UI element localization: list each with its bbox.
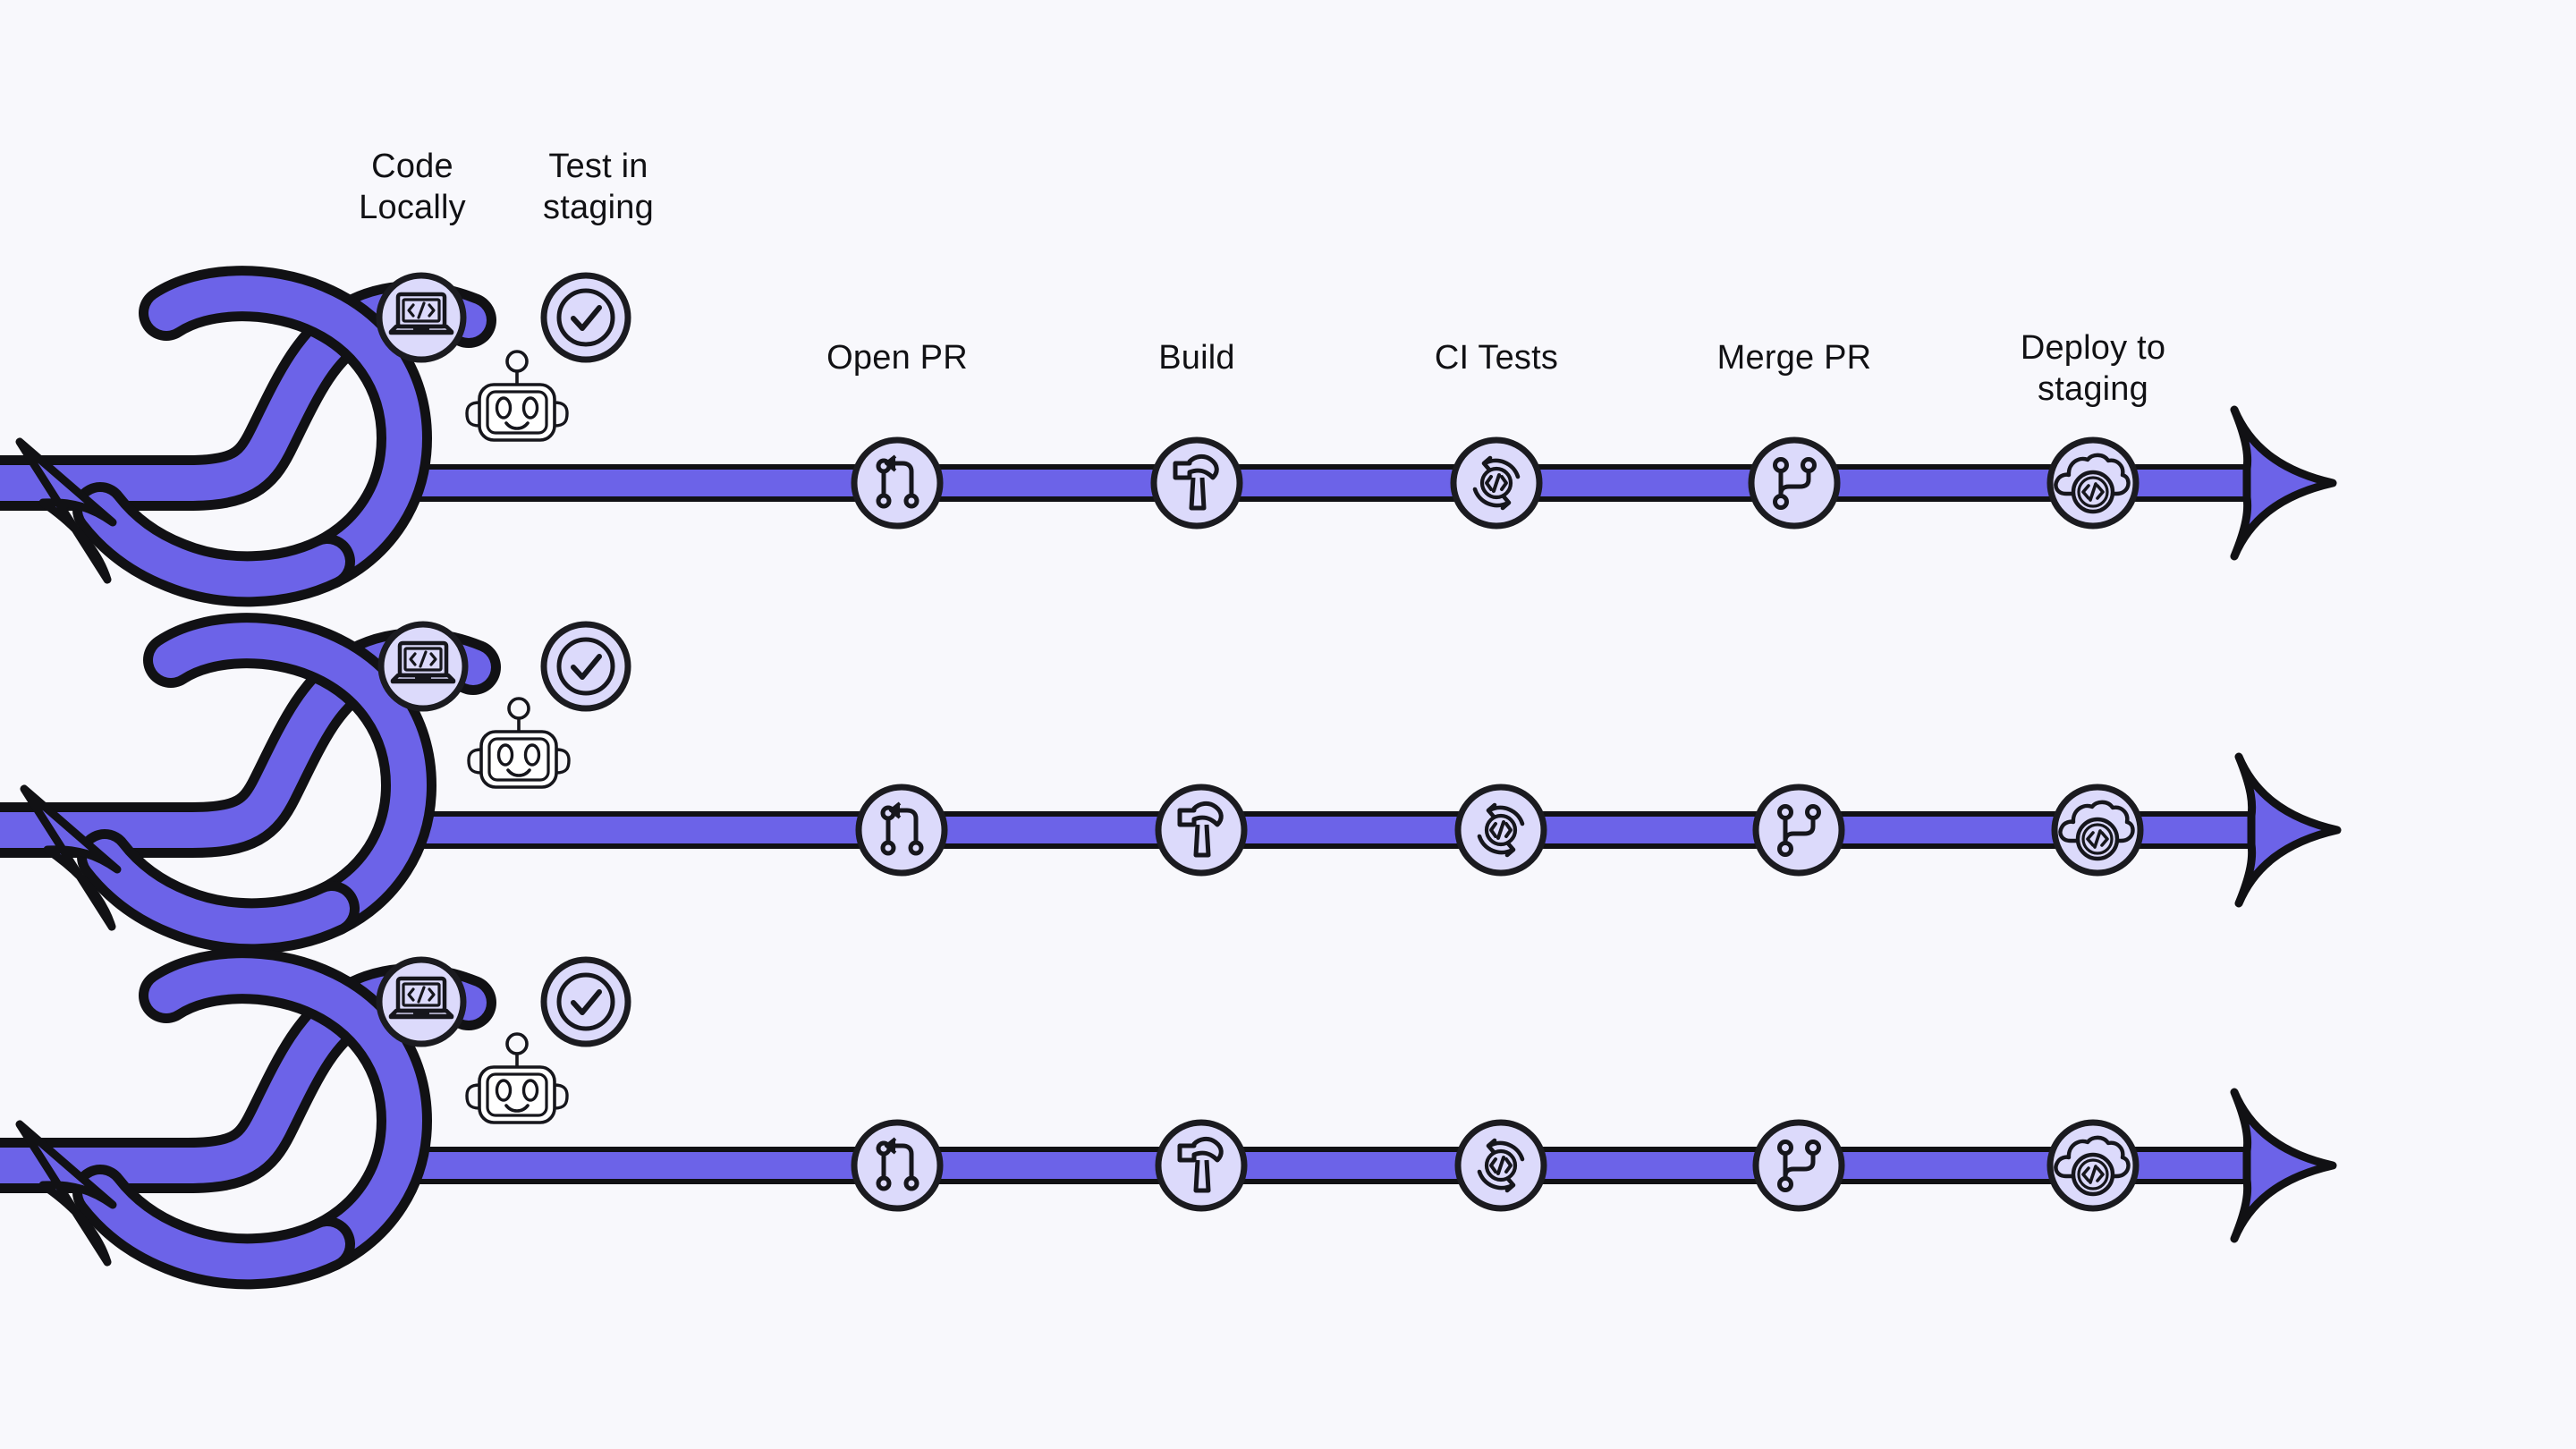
step-label-ci-tests: CI Tests (1435, 339, 1558, 377)
step-node-merge-pr[interactable] (1748, 436, 1841, 530)
step-node-build[interactable] (1155, 1119, 1248, 1212)
badge-test-in-staging[interactable] (540, 621, 631, 712)
step-node-merge-pr[interactable] (1752, 784, 1845, 877)
step-node-open-pr[interactable] (851, 1119, 944, 1212)
step-node-open-pr[interactable] (851, 436, 944, 530)
step-label-merge-pr: Merge PR (1717, 339, 1872, 377)
step-label-build: Build (1158, 339, 1235, 377)
step-node-deploy-to-staging[interactable] (2046, 436, 2140, 530)
loop-label-code-locally-line1: Code (371, 148, 453, 185)
step-node-ci-tests[interactable] (1450, 436, 1543, 530)
loop-label-test-in-staging-line2: staging (543, 189, 654, 226)
loop-label-test-in-staging-line1: Test in (548, 148, 648, 185)
step-node-build[interactable] (1155, 784, 1248, 877)
pipeline-row-3 (0, 960, 2333, 1262)
step-node-merge-pr[interactable] (1752, 1119, 1845, 1212)
pipeline-row-1: Code Locally Test in staging Open PR Bui… (0, 148, 2333, 580)
badge-code-locally[interactable] (377, 621, 469, 712)
step-label-deploy-to-staging-line1: Deploy to (2021, 329, 2165, 367)
step-node-ci-tests[interactable] (1454, 784, 1547, 877)
pipeline-row-2 (0, 624, 2337, 927)
laptop-code-icon (391, 979, 452, 1017)
badge-code-locally[interactable] (376, 956, 467, 1047)
step-node-deploy-to-staging[interactable] (2046, 1119, 2140, 1212)
step-node-build[interactable] (1150, 436, 1243, 530)
step-node-open-pr[interactable] (855, 784, 948, 877)
step-node-deploy-to-staging[interactable] (2051, 784, 2144, 877)
step-node-ci-tests[interactable] (1454, 1119, 1547, 1212)
loop-label-code-locally-line2: Locally (359, 189, 466, 226)
badge-test-in-staging[interactable] (540, 272, 631, 363)
step-label-deploy-to-staging-line2: staging (2038, 370, 2148, 408)
badge-code-locally[interactable] (376, 272, 467, 363)
laptop-code-icon (391, 294, 452, 333)
badge-test-in-staging[interactable] (540, 956, 631, 1047)
step-label-open-pr: Open PR (826, 339, 968, 377)
laptop-code-icon (393, 643, 453, 682)
